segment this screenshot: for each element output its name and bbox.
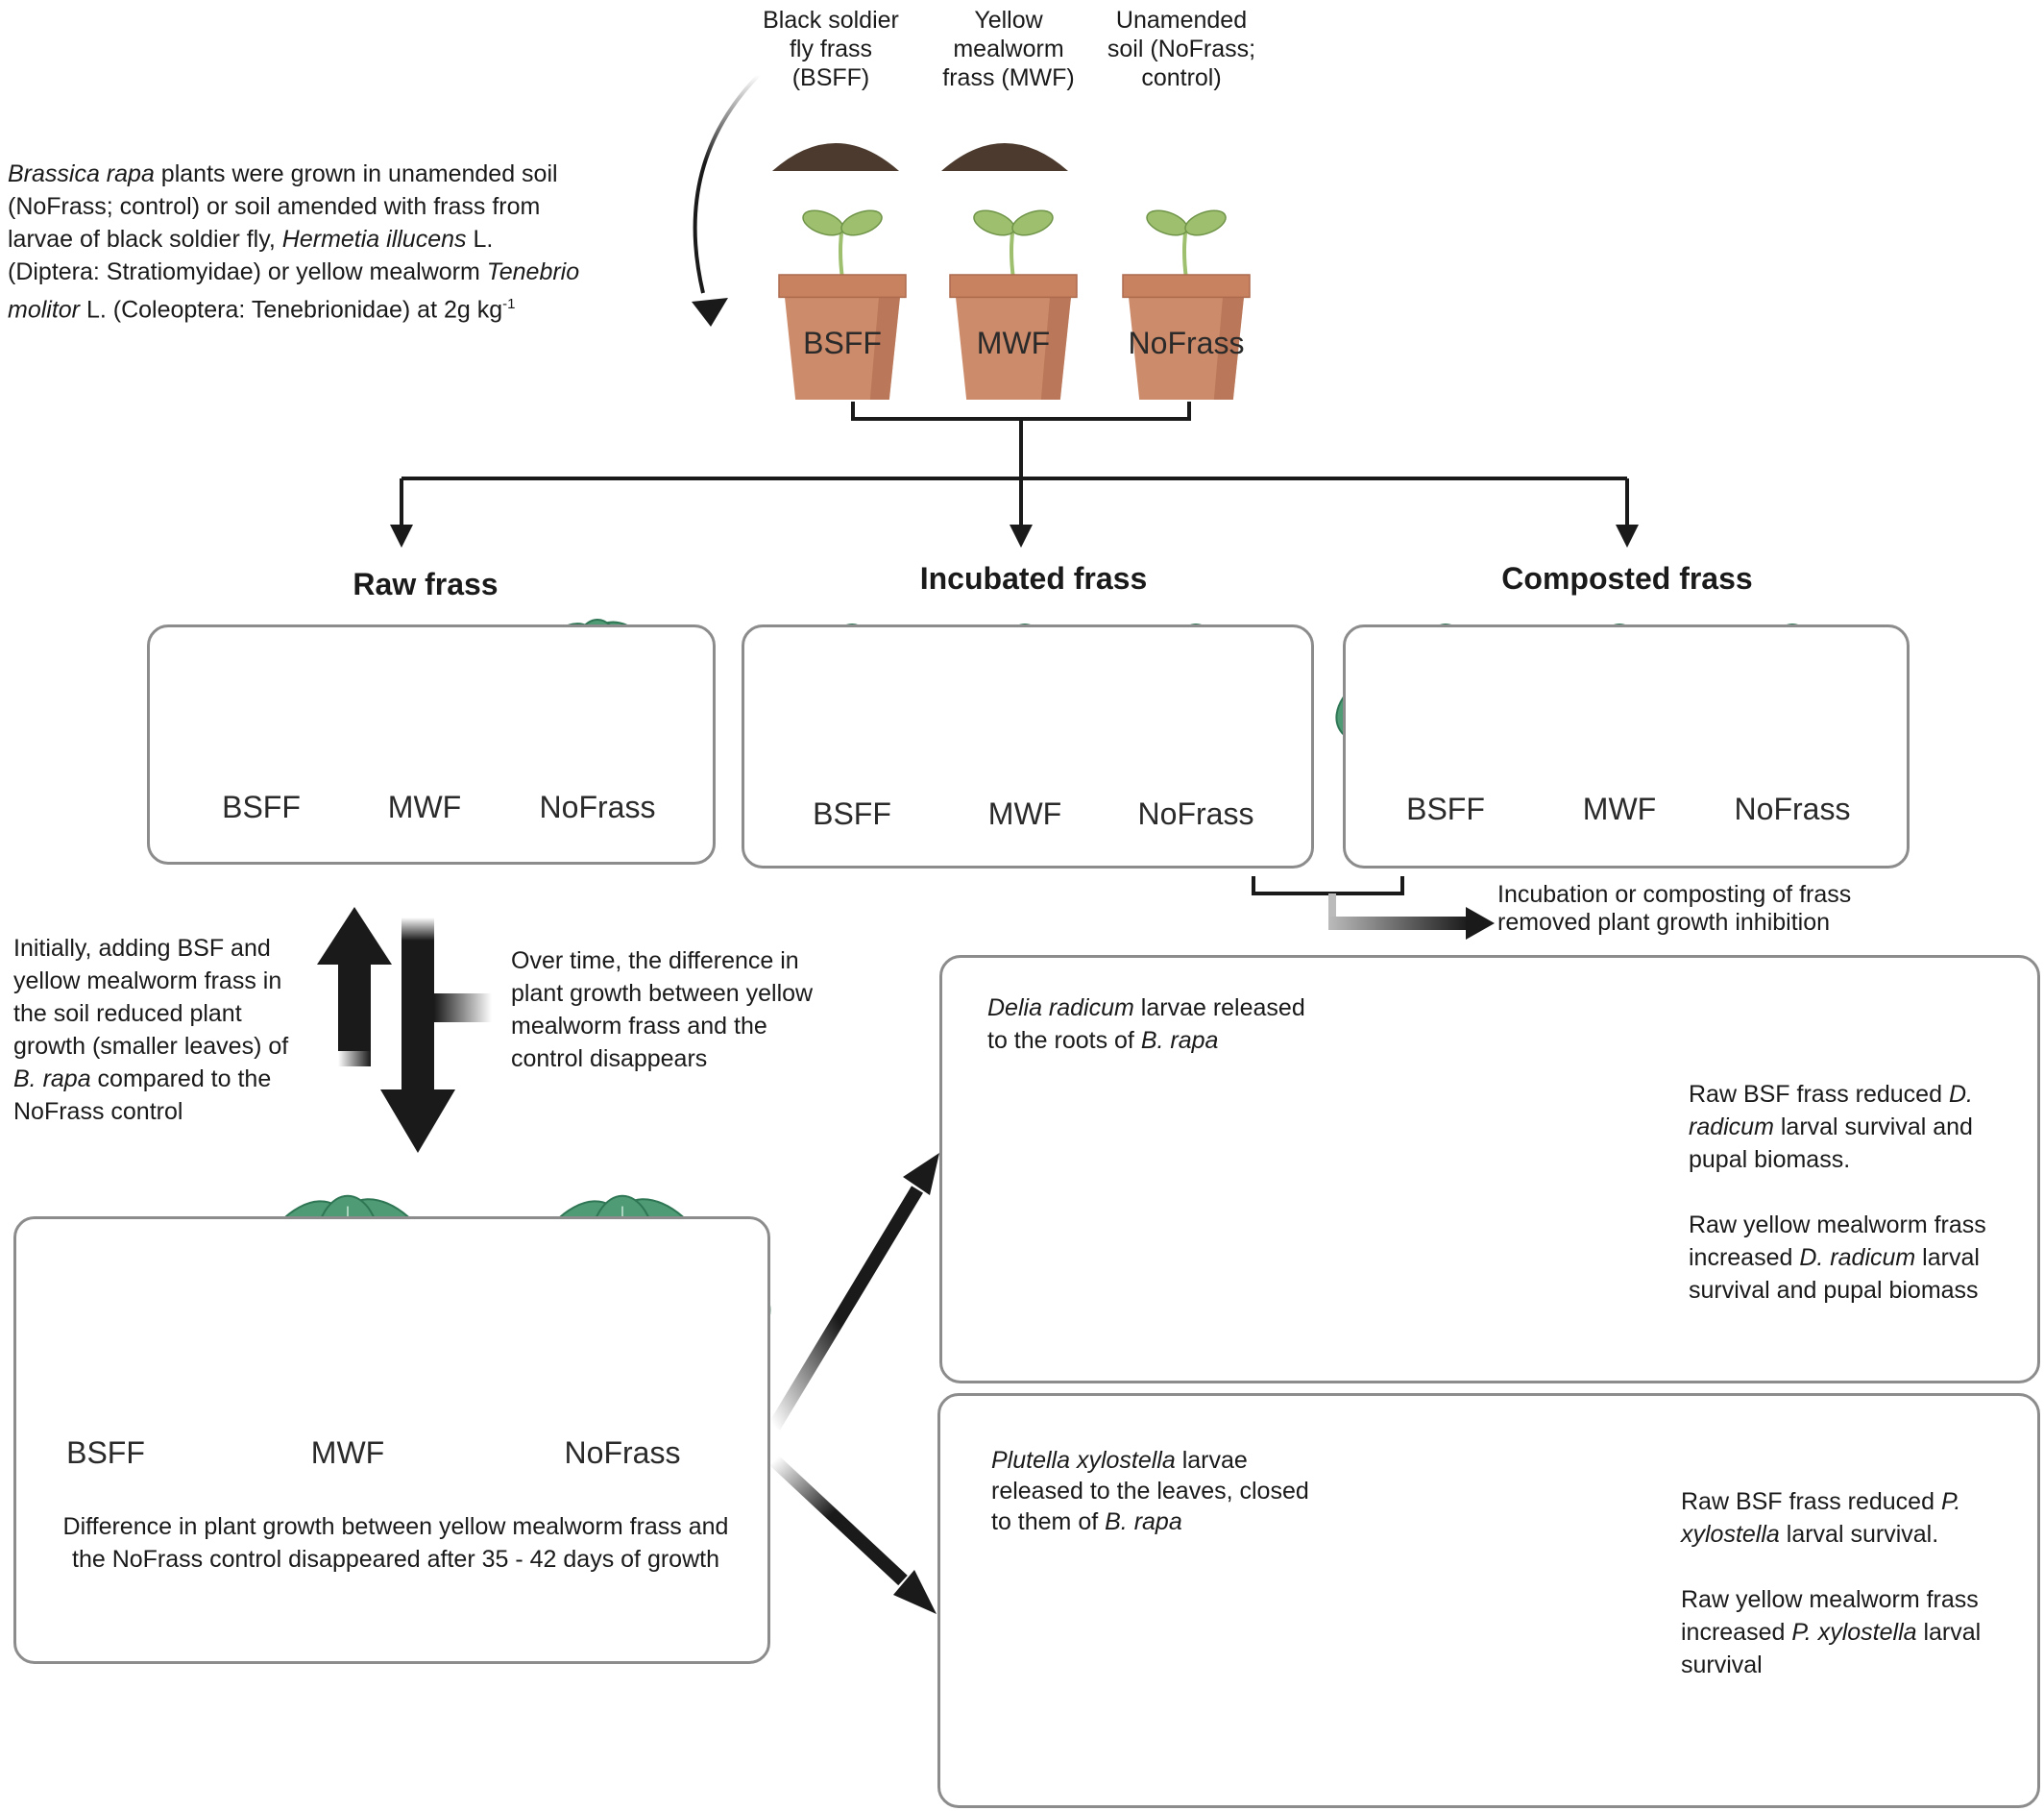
branch-connector	[400, 402, 1629, 526]
delia-intro: Delia radicum larvae released to the roo…	[987, 994, 1305, 1054]
raw-pot-label-3: NoFrass	[539, 789, 656, 824]
flower-pot	[949, 274, 1078, 400]
top-pot-label-2: MWF	[976, 325, 1051, 360]
raw-pot-label-2: MWF	[387, 789, 462, 824]
incubated-pot-label-2: MWF	[987, 795, 1062, 831]
curved-arrow	[693, 73, 761, 294]
up-arrow	[317, 907, 392, 1066]
top-pot-label-3: NoFrass	[1128, 325, 1245, 360]
frass-heap	[941, 143, 1068, 171]
plutella-results: Raw BSF frass reduced P. xylostella larv…	[1681, 1488, 1982, 1678]
seedling	[973, 209, 1054, 280]
down-arrow	[380, 918, 492, 1153]
composted-frass-heading: Composted frass	[1501, 561, 1753, 596]
intro-text: Brassica rapa plants were grown in uname…	[8, 160, 580, 324]
plutella-panel	[937, 1393, 2040, 1808]
delia-panel	[939, 955, 2040, 1383]
delia-results: Raw BSF frass reduced D. radicum larval …	[1689, 1081, 1986, 1304]
arrow-to-composted	[1616, 525, 1639, 548]
incubated-pot-label-3: NoFrass	[1137, 795, 1254, 831]
seedling	[802, 209, 883, 280]
composted-pot-label-3: NoFrass	[1734, 791, 1851, 826]
top-seedling-pots	[778, 209, 1251, 400]
curved-arrow-head	[692, 298, 728, 327]
frass-heaps	[772, 143, 1068, 171]
incubated-pot-label-1: BSFF	[813, 795, 891, 831]
raw-pot-label-1: BSFF	[222, 789, 301, 824]
diagonal-arrow-down	[769, 1455, 937, 1614]
composted-pot-label-2: MWF	[1582, 791, 1657, 826]
long-term-pot-label-1: BSFF	[66, 1434, 145, 1470]
incubated-frass-panel	[742, 624, 1314, 869]
top-pot-label-1: BSFF	[803, 325, 882, 360]
long-term-panel	[13, 1216, 770, 1664]
composted-pot-label-1: BSFF	[1406, 791, 1485, 826]
long-term-pot-label-2: MWF	[310, 1434, 385, 1470]
long-term-pot-label-3: NoFrass	[564, 1434, 681, 1470]
flower-pot	[1122, 274, 1251, 400]
diagonal-arrow-up	[768, 1153, 939, 1431]
arrow-to-incubated	[1010, 525, 1033, 548]
flower-pot	[778, 274, 907, 400]
frass-heap	[772, 143, 899, 171]
incubation-connector	[1252, 876, 1495, 940]
seedling	[1146, 209, 1227, 280]
incubated-frass-heading: Incubated frass	[919, 561, 1148, 596]
raw-frass-panel	[147, 624, 716, 865]
plutella-intro: Plutella xylostella larvae released to t…	[991, 1447, 1309, 1535]
raw-frass-heading: Raw frass	[353, 567, 499, 601]
arrow-to-raw	[390, 525, 413, 548]
composted-frass-panel	[1343, 624, 1910, 869]
long-term-caption: Difference in plant growth between yello…	[62, 1513, 729, 1573]
